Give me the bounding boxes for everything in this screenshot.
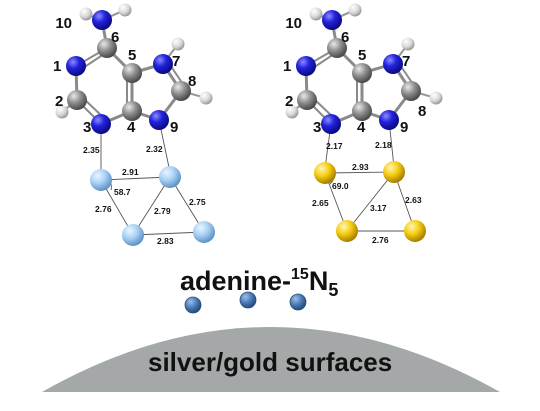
distance-label: 2.35 (83, 145, 100, 155)
nitrogen-atom (296, 56, 316, 76)
atom-label: 9 (170, 119, 178, 136)
silver-cluster-atoms (90, 166, 215, 246)
metal-surface (42, 327, 500, 392)
nitrogen-atom (92, 10, 112, 30)
atom-label: 6 (341, 29, 349, 46)
angle-label: 58.7 (114, 187, 131, 197)
distance-label: 2.79 (154, 206, 171, 216)
silver-atom (90, 169, 112, 191)
carbon-atom (327, 38, 347, 58)
molecule-atoms (285, 3, 443, 134)
silver-cluster-panel: 10 6 5 7 1 8 2 3 4 9 2.35 2.32 2.91 58.7… (53, 3, 215, 246)
atom-label: 5 (128, 47, 136, 64)
carbon-atom (297, 90, 317, 110)
adsorbed-molecule-marker (239, 291, 257, 309)
nitrogen-atom (322, 10, 342, 30)
hydrogen-atom (79, 7, 93, 21)
hydrogen-atom (199, 91, 213, 105)
atom-label: 10 (285, 15, 302, 32)
distance-label: 3.17 (370, 203, 387, 213)
carbon-atom (97, 38, 117, 58)
atom-label: 8 (418, 103, 426, 120)
hydrogen-atom (348, 3, 362, 17)
distance-label: 2.65 (312, 198, 329, 208)
distance-label: 2.17 (326, 141, 343, 151)
atom-label: 3 (83, 119, 91, 136)
atom-label: 4 (357, 119, 366, 136)
atom-label: 4 (127, 119, 136, 136)
atom-number-labels: 10 6 5 7 1 8 2 3 4 9 (53, 15, 196, 136)
gold-atom (314, 162, 336, 184)
atom-label: 8 (188, 73, 196, 90)
distance-label: 2.75 (189, 197, 206, 207)
adsorbed-molecule-marker (289, 293, 307, 311)
atom-label: 6 (111, 29, 119, 46)
hydrogen-atom (429, 91, 443, 105)
atom-label: 2 (55, 93, 63, 110)
carbon-atom (122, 63, 142, 83)
carbon-atom (352, 101, 372, 121)
distance-label: 2.76 (372, 235, 389, 245)
nitrogen-atom (149, 110, 169, 130)
hydrogen-atom (118, 3, 132, 17)
geometry-labels: 2.17 2.18 2.93 69.0 2.65 3.17 2.63 2.76 (312, 140, 422, 245)
distance-label: 2.91 (122, 167, 139, 177)
atom-label: 7 (402, 53, 410, 70)
geometry-labels: 2.35 2.32 2.91 58.7 2.76 2.79 2.75 2.83 (83, 144, 206, 246)
atom-label: 1 (53, 58, 61, 75)
angle-label: 69.0 (332, 181, 349, 191)
atom-label: 5 (358, 47, 366, 64)
molecule-caption: adenine-15N5 (180, 266, 338, 300)
carbon-atom (67, 90, 87, 110)
molecule-atoms (55, 3, 213, 134)
atom-label: 1 (283, 58, 291, 75)
nitrogen-atom (321, 114, 341, 134)
distance-label: 2.18 (375, 140, 392, 150)
nitrogen-atom (66, 56, 86, 76)
hydrogen-atom (171, 37, 185, 51)
atom-label: 2 (285, 93, 293, 110)
silver-atom (122, 224, 144, 246)
carbon-atom (122, 101, 142, 121)
hydrogen-atom (55, 105, 69, 119)
distance-label: 2.63 (405, 195, 422, 205)
hydrogen-atom (401, 37, 415, 51)
atom-label: 9 (400, 119, 408, 136)
nitrogen-atom (383, 54, 403, 74)
atom-number-labels: 10 6 5 7 1 8 2 3 4 9 (283, 15, 426, 136)
distance-label: 2.93 (352, 162, 369, 172)
adsorbed-molecules (184, 291, 307, 314)
silver-atom (193, 221, 215, 243)
hydrogen-atom (309, 7, 323, 21)
gold-atom (383, 161, 405, 183)
nitrogen-atom (91, 114, 111, 134)
carbon-atom (401, 81, 421, 101)
distance-label: 2.76 (95, 204, 112, 214)
nitrogen-atom (379, 110, 399, 130)
silver-atom (159, 166, 181, 188)
carbon-atom (352, 63, 372, 83)
adsorbed-molecule-marker (184, 296, 202, 314)
gold-atom (336, 220, 358, 242)
atom-label: 7 (172, 53, 180, 70)
distance-label: 2.32 (146, 144, 163, 154)
distance-label: 2.83 (157, 236, 174, 246)
atom-label: 3 (313, 119, 321, 136)
gold-cluster-panel: 10 6 5 7 1 8 2 3 4 9 2.17 2.18 2.93 69.0… (283, 3, 443, 245)
atom-label: 10 (55, 15, 72, 32)
gold-cluster-atoms (314, 161, 426, 242)
cluster-lines (100, 119, 205, 236)
gold-atom (404, 220, 426, 242)
surface-label: silver/gold surfaces (148, 347, 392, 377)
carbon-atom (171, 81, 191, 101)
nitrogen-atom (153, 54, 173, 74)
hydrogen-atom (285, 105, 299, 119)
